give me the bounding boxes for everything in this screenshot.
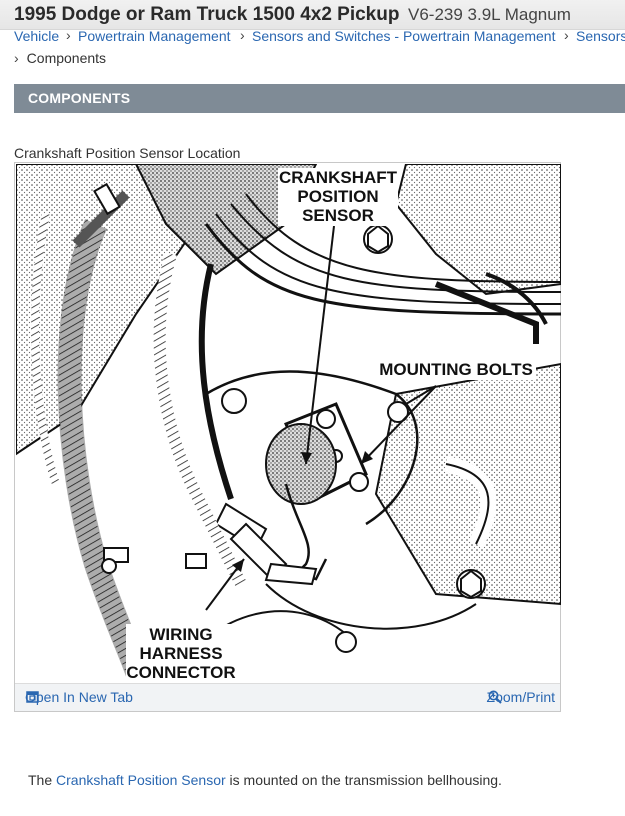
label-connector-line3: CONNECTOR [126,663,235,682]
arrowheads [232,451,373,572]
diagram-labels: CRANKSHAFT POSITION SENSOR MOUNTING BOLT… [126,168,536,684]
crankshaft-sensor-link[interactable]: Crankshaft Position Sensor [56,772,226,788]
engine-drawing [16,164,561,684]
engine-subtitle: V6-239 3.9L Magnum [408,5,571,24]
chevron-right-icon: › [14,50,19,66]
zoom-print-button[interactable]: Zoom/Print [487,689,555,705]
chevron-right-icon: › [66,28,71,43]
figure-panel: CRANKSHAFT POSITION SENSOR MOUNTING BOLT… [14,162,561,712]
description-text-before: The [28,772,57,788]
label-mounting-bolts: MOUNTING BOLTS [379,360,533,379]
description-text-after: is mounted on the transmission bellhousi… [225,772,502,788]
breadcrumb: Vehicle › Powertrain Management › Sensor… [0,28,625,48]
breadcrumb-link-powertrain[interactable]: Powertrain Management [78,28,231,44]
description-paragraph: The Crankshaft Position Sensor is mounte… [28,772,502,788]
crankshaft-sensor-diagram[interactable]: CRANKSHAFT POSITION SENSOR MOUNTING BOLT… [16,164,561,684]
breadcrumb-link-sensors-switches[interactable]: Sensors and Switches - Powertrain Manage… [252,28,556,44]
breadcrumb-current: › Components [14,50,106,66]
label-connector-line1: WIRING [149,625,212,644]
chevron-right-icon: › [564,28,569,43]
figure-toolbar: Open In New Tab Zoom/Print [15,683,560,711]
open-new-tab-label: Open In New Tab [25,689,133,705]
magnifier-icon [488,690,502,704]
breadcrumb-link-vehicle[interactable]: Vehicle [14,28,60,44]
label-sensor-line2: POSITION [297,187,378,206]
title-bar: 1995 Dodge or Ram Truck 1500 4x2 Pickup … [0,0,625,30]
open-new-tab-icon [26,691,39,703]
zoom-print-label: Zoom/Print [486,689,555,705]
label-sensor-line1: CRANKSHAFT [279,168,398,187]
label-sensor-line3: SENSOR [302,206,374,225]
breadcrumb-link-sensors[interactable]: Sensors [576,28,625,44]
label-connector-line2: HARNESS [139,644,222,663]
figure-caption: Crankshaft Position Sensor Location [14,145,241,161]
breadcrumb-current-label: Components [26,50,107,66]
vehicle-title: 1995 Dodge or Ram Truck 1500 4x2 Pickup [14,4,400,25]
open-new-tab-button[interactable]: Open In New Tab [25,689,133,705]
chevron-right-icon: › [240,28,245,43]
section-header: COMPONENTS [14,84,625,113]
